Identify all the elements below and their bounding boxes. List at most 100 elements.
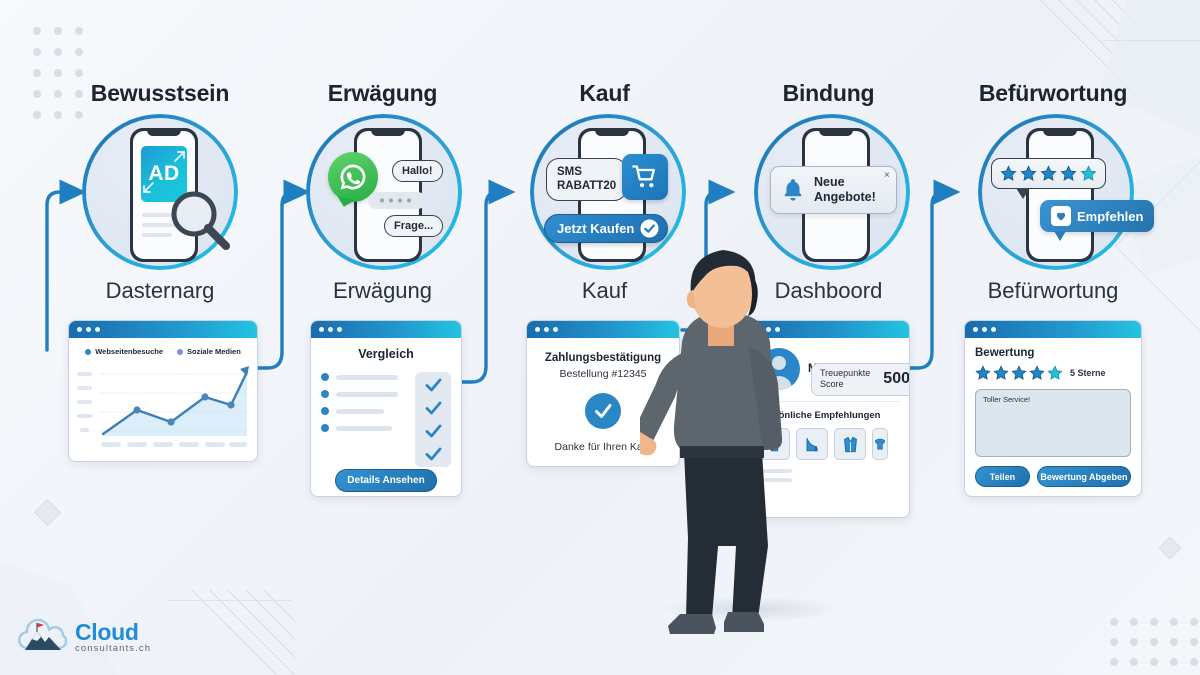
stars-label: 5 Sterne [1070,368,1106,378]
stage-icon-purchase[interactable]: SMS RABATT20 Jetzt Kaufen [530,114,686,270]
shoe-right [724,612,764,632]
heart-icon [1051,206,1071,226]
star-icon [1029,365,1045,380]
logo-subtitle: consultants.ch [75,643,152,655]
stage-title-advocacy: Befürwortung [978,80,1128,106]
card-confirmation[interactable]: Zahlungsbestätigung Bestellung #12345 Da… [526,320,680,467]
rate-button[interactable]: Bewertung Abgeben [1036,466,1131,487]
stage-subtitle-purchase: Kauf [581,278,628,303]
window-titlebar [527,321,679,338]
legend-label: Soziale Medien [187,347,241,356]
shoe-glyph [806,437,818,451]
review-textarea[interactable]: Toller Service! [975,389,1131,457]
circle-content: Empfehlen [982,118,1155,266]
stage-icon-consideration[interactable]: Hallo! Frage... [306,114,462,270]
legend-item-0: Webseitenbesuche [85,347,163,356]
partial-item-icon[interactable] [872,428,888,460]
star-icon [1000,165,1017,181]
stage-title-awareness: Bewusstsein [90,80,230,106]
check-glyph [595,404,612,418]
thanks-text: Danke für Ihren Kauf [554,441,652,453]
recommend-button[interactable]: Empfehlen [1040,200,1155,241]
star-icon [1011,365,1027,380]
card-content: Bewertung 5 Sterne Toller Service! Teile… [965,338,1141,496]
typing-dots-icon [379,198,412,203]
list-item [321,407,409,415]
stage-title-purchase: Kauf [579,80,630,106]
score-value: 500 [883,370,910,388]
stage-icon-awareness[interactable]: AD [82,114,238,270]
arrow-down-left-icon [143,182,154,193]
brand-logo[interactable]: Cloud consultants.ch [16,618,151,658]
window-titlebar [69,321,257,338]
cart-glyph [632,165,655,188]
notification-text: Neue Angebote! [814,175,876,205]
jacket-icon[interactable] [834,428,866,460]
card-comparison[interactable]: Vergleich Details Ansehen [310,320,462,497]
card-heading: Zahlungsbestätigung [544,352,662,364]
search-icon [171,191,230,250]
y-axis-ticks [77,372,92,432]
list-item [321,373,409,381]
card-review[interactable]: Bewertung 5 Sterne Toller Service! Teile… [964,320,1142,497]
card-content: Vergleich Details Ansehen [311,338,461,492]
flagpole-glyph [36,623,38,632]
phone-notch [1043,128,1077,136]
series-line-webseitenbesuche [101,370,249,436]
check-icon [425,401,441,415]
card-heading: Vergleich [358,347,414,361]
check-icon [425,447,441,461]
circle-content: SMS RABATT20 Jetzt Kaufen [534,118,682,266]
close-icon[interactable]: × [883,170,890,181]
text-line [142,223,186,227]
hatch-bottom-left [185,590,295,675]
stage-subtitle-retention: Dashboord [774,278,883,303]
notification-line-2: Angebote! [814,190,876,204]
order-number: Bestellung #12345 [559,368,647,380]
shoe-left [668,614,716,634]
check-circle-icon [640,219,659,238]
circle-content: × Neue Angebote! [758,118,906,266]
phone-notch [147,128,181,136]
placeholder-lines [758,469,900,482]
arm-right [748,346,783,450]
sms-line-1: SMS [557,166,582,178]
star-icon [1047,365,1063,380]
snowcap-glyph [32,631,41,641]
star-icon [1060,165,1077,181]
star-icon [1040,165,1057,181]
decor-diamond-right [1158,536,1182,560]
partial-glyph [874,438,886,450]
sms-line-2: RABATT20 [557,180,617,193]
stage-icon-advocacy[interactable]: Empfehlen [978,114,1155,270]
legend-label: Webseitenbesuche [95,347,164,356]
ear [686,290,696,309]
card-analytics[interactable]: Webseitenbesuche Soziale Medien [68,320,258,462]
typing-indicator [368,192,426,209]
notification-card[interactable]: × Neue Angebote! [770,166,897,214]
buy-now-button[interactable]: Jetzt Kaufen [544,214,669,243]
phone-notch [595,128,629,136]
list-item [321,390,409,398]
chat-bubble-hallo: Hallo! [392,160,443,182]
heel-shoe-icon[interactable] [796,428,828,460]
belt [680,446,764,458]
star-rating-bubble [991,158,1106,199]
details-button[interactable]: Details Ansehen [335,469,437,492]
notification-line-1: Neue [814,175,845,189]
star-rating[interactable] [975,365,1063,381]
check-circle-icon [585,393,621,429]
check-icon [425,378,441,392]
share-button[interactable]: Teilen [975,466,1030,487]
text-line [142,233,172,237]
star-icon [1080,165,1097,181]
divider [758,401,900,402]
x-axis-ticks [101,442,247,447]
chart-legend: Webseitenbesuche Soziale Medien [77,347,249,356]
stage-title-consideration: Erwägung [327,80,438,106]
stage-icon-retention[interactable]: × Neue Angebote! [754,114,910,270]
window-titlebar [965,321,1141,338]
stage-subtitle-consideration: Erwägung [332,278,433,303]
hair [690,250,756,294]
